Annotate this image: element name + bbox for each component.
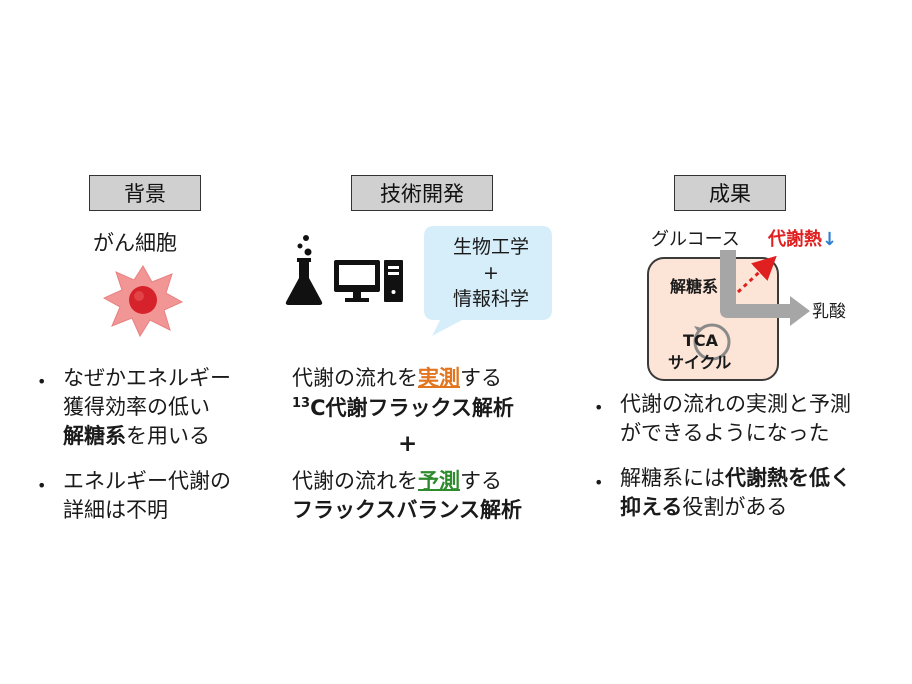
header-result: 成果 (674, 175, 786, 211)
result-bullet2-bold2: 抑える (620, 495, 683, 519)
flask-icon (285, 235, 323, 305)
result-bullet2-pre: 解糖系には (620, 466, 725, 490)
glycolysis-label: 解糖系 (670, 277, 719, 296)
predict-highlight: 予測 (418, 469, 460, 493)
background-bullet2-line2: 詳細は不明 (63, 498, 168, 522)
background-bullet1-line2: 獲得効率の低い (63, 395, 210, 419)
result-bullet2-line2: 抑える役割がある (620, 492, 787, 522)
background-bullet1-dot: • (37, 372, 47, 391)
tech-item2-post: する (460, 469, 502, 493)
header-background: 背景 (89, 175, 201, 211)
c13-superscript: 13 (292, 396, 311, 411)
background-bullet2-dot: • (37, 476, 47, 495)
measure-highlight: 実測 (418, 366, 460, 390)
fba-method-label: フラックスバランス解析 (292, 498, 522, 522)
header-background-label: 背景 (124, 182, 166, 206)
tca-line2: サイクル (668, 353, 732, 372)
result-bullet2-dot: • (594, 473, 604, 492)
bubble-plus: + (483, 262, 499, 284)
tech-item1-pre: 代謝の流れを (292, 366, 418, 390)
speech-bubble (424, 226, 552, 336)
down-arrow-icon: ↓ (822, 229, 838, 250)
tca-line1: TCA (683, 331, 719, 350)
background-bullet1-line1: なぜかエネルギー (63, 366, 231, 390)
metabolism-diagram (647, 250, 810, 381)
result-bullet2-bold1: 代謝熱を低く (725, 466, 851, 490)
background-bullet2-line1: エネルギー代謝の (63, 469, 231, 493)
tech-item1-line1: 代謝の流れを実測する (292, 363, 502, 393)
c13-method-label: C代謝フラックス解析 (310, 396, 514, 420)
tech-item1-post: する (460, 366, 502, 390)
tech-item1-method: 13C代謝フラックス解析 (292, 393, 514, 423)
computer-icon (334, 260, 403, 302)
glycolysis-bold: 解糖系 (63, 424, 126, 448)
bubble-line2: 情報科学 (452, 288, 529, 310)
heat-label: 代謝熱↓ (768, 225, 837, 255)
header-tech: 技術開発 (351, 175, 493, 211)
result-bullet1-line2: ができるようになった (620, 421, 830, 445)
result-bullet2-line1: 解糖系には代謝熱を低く (620, 463, 851, 493)
bubble-line1: 生物工学 (452, 236, 529, 258)
background-bullet1-line3: 解糖系を用いる (63, 421, 210, 451)
glucose-label: グルコース (651, 229, 740, 250)
cancer-cell-icon (102, 265, 184, 338)
tech-plus: + (398, 431, 418, 457)
result-bullet1-dot: • (594, 398, 604, 417)
tech-item2-pre: 代謝の流れを (292, 469, 418, 493)
cancer-cell-label: がん細胞 (93, 231, 177, 255)
result-bullet1-line1: 代謝の流れの実測と予測 (620, 392, 851, 416)
background-bullet1-line3-rest: を用いる (126, 424, 210, 448)
header-tech-label: 技術開発 (380, 182, 464, 206)
result-bullet2-rest: 役割がある (682, 495, 788, 519)
lactate-label: 乳酸 (812, 302, 846, 322)
header-result-label: 成果 (709, 182, 751, 206)
tech-item2-line1: 代謝の流れを予測する (292, 466, 502, 496)
metabolic-heat-text: 代謝熱 (768, 229, 822, 250)
